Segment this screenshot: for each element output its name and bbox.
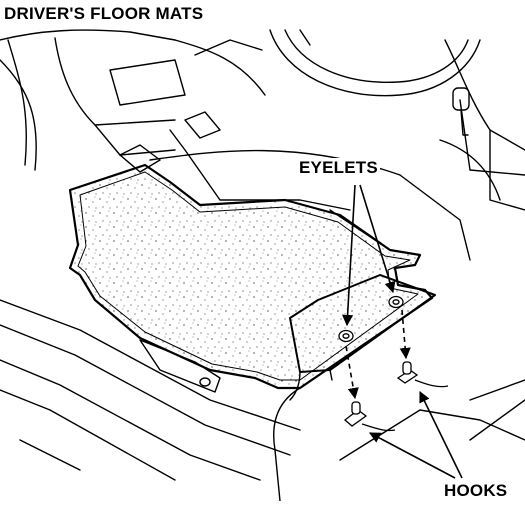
hooks [343,361,449,432]
eyelets-label: EYELETS [297,158,380,178]
steering-wheel [269,29,481,97]
hooks-label: HOOKS [444,481,508,500]
pedals [119,111,351,211]
mat-eyelet-tab [289,274,436,401]
center-console [439,39,525,211]
hooks-arrows [369,390,463,479]
diagram-title: DRIVER'S FLOOR MATS [4,4,204,23]
hook-front [396,361,449,388]
eyelet-front [388,295,404,309]
eyelet-rear [338,329,354,343]
door-sill [0,299,301,481]
hook-rear [343,401,396,432]
eyelets [338,295,404,343]
guide-arrows [345,309,411,400]
eyelets-arrows [341,184,396,327]
